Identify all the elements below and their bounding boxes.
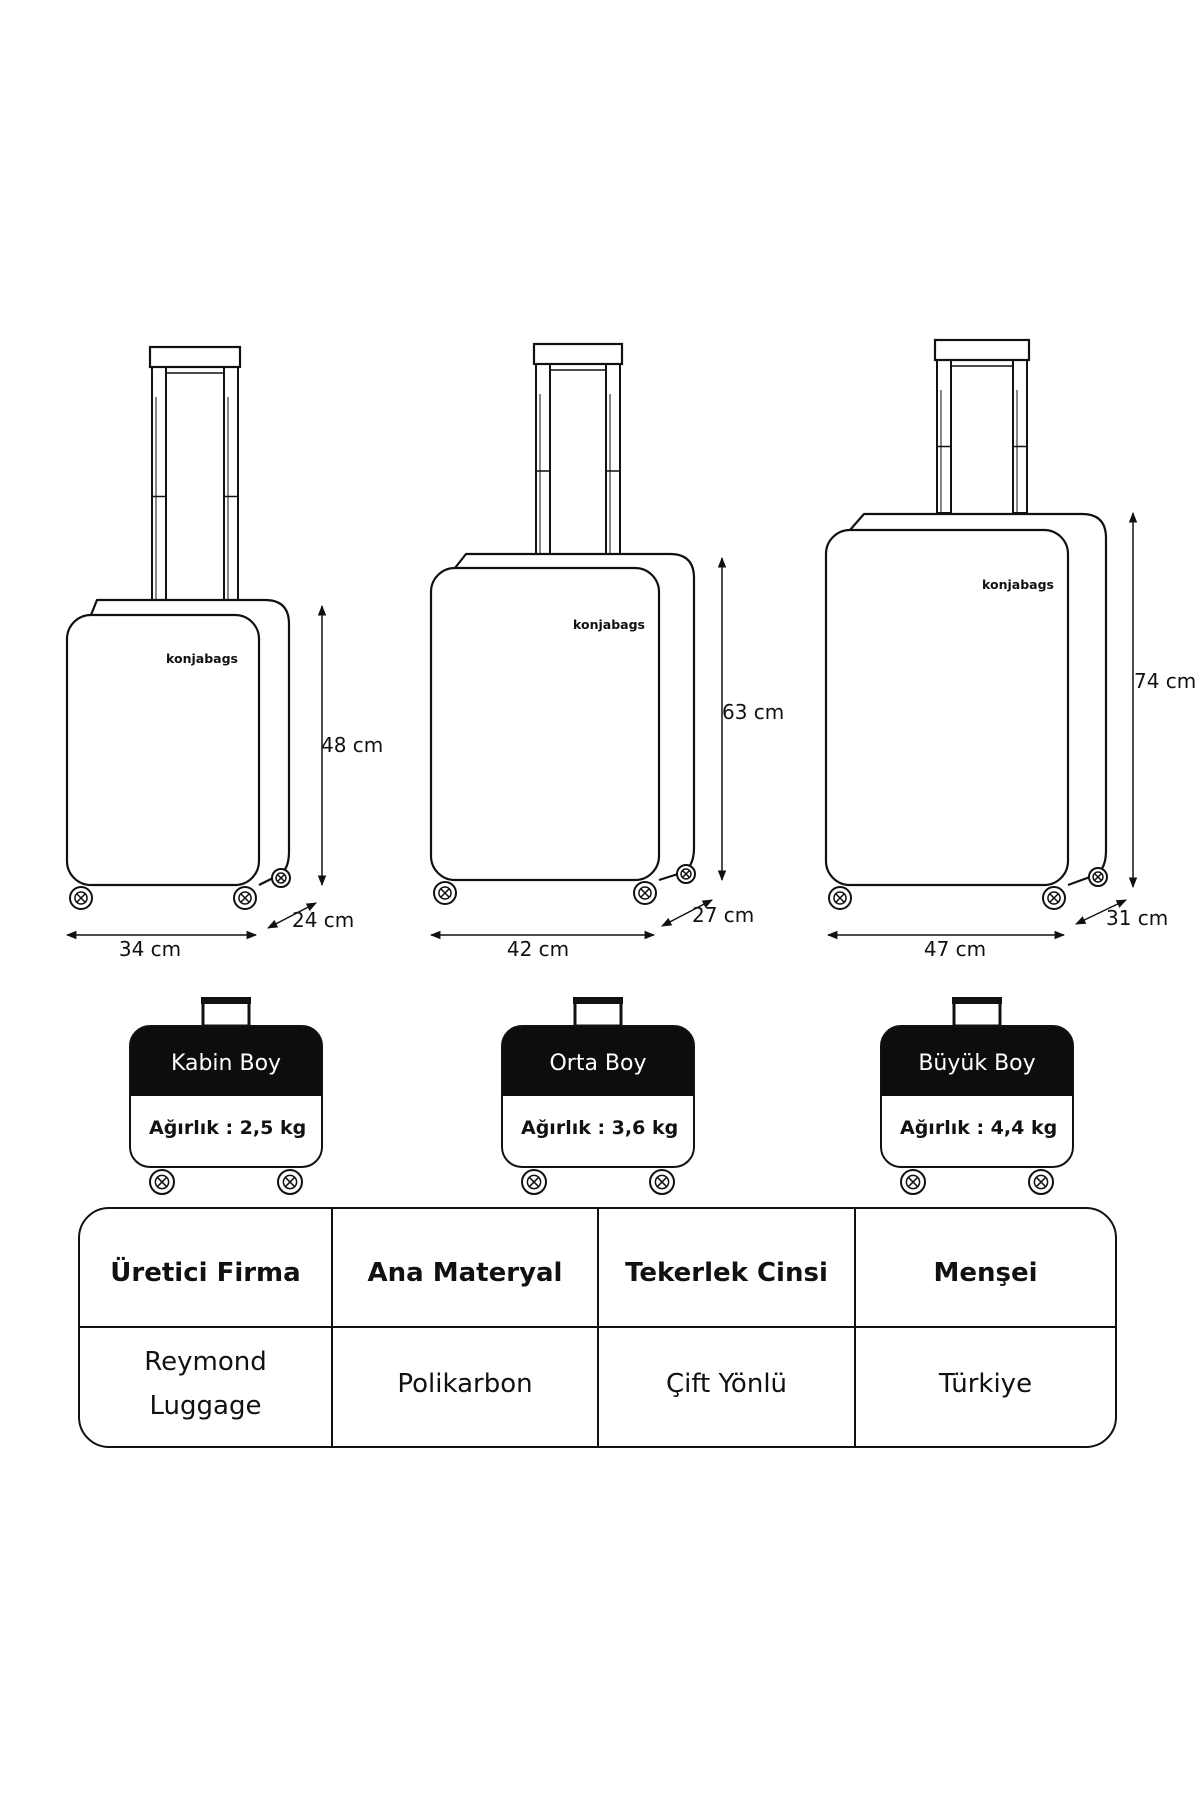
suitcase-3: konjabags 74 cm 47 cm 31 cm [824,338,1196,961]
suitcase-body [429,552,696,882]
wheel-icon [521,1169,547,1195]
weight-label: Ağırlık : 4,4 kg [900,1117,1057,1139]
wheel-icon [828,886,852,910]
telescopic-handle [148,345,242,607]
wheel-icon [277,1169,303,1195]
brand-label: konjabags [982,577,1054,592]
wheel-icon [149,1169,175,1195]
wheel-icon [1042,886,1066,910]
wheel-icon [1088,867,1108,887]
suitcase-body [824,512,1108,887]
table-value-cell: Çift Yönlü [666,1369,787,1399]
suitcase-1: konjabags 48 cm 34 cm 24 cm [65,345,383,961]
wheel-icon [633,881,657,905]
weight-label: Ağırlık : 3,6 kg [521,1117,678,1139]
height-label: 48 cm [321,733,383,757]
depth-label: 27 cm [692,903,754,927]
size-name: Orta Boy [549,1051,646,1076]
table-value-cell: Luggage [150,1391,262,1421]
depth-label: 31 cm [1106,906,1168,930]
size-name: Kabin Boy [171,1051,281,1076]
wheel-icon [900,1169,926,1195]
weight-label: Ağırlık : 2,5 kg [149,1117,306,1139]
wheel-icon [649,1169,675,1195]
table-header-cell: Ana Materyal [368,1258,563,1288]
size-name: Büyük Boy [918,1051,1035,1076]
table-header-cell: Tekerlek Cinsi [625,1258,828,1288]
suitcase-2: konjabags 63 cm 42 cm 27 cm [429,342,784,961]
spec-table: Üretici Firma Ana Materyal Tekerlek Cinsi M… [78,1207,1117,1448]
wheel-icon [1028,1169,1054,1195]
brand-label: konjabags [573,617,645,632]
wheel-icon [676,864,696,884]
table-value-cell: Türkiye [938,1369,1032,1399]
wheel-icon [233,886,257,910]
depth-label: 24 cm [292,908,354,932]
table-header-cell: Menşei [933,1258,1037,1288]
dimension-arrows [429,556,727,940]
table-value-cell: Polikarbon [397,1369,532,1399]
wheel-icon [69,886,93,910]
brand-label: konjabags [166,651,238,666]
height-label: 63 cm [722,700,784,724]
telescopic-handle [532,342,624,559]
width-label: 42 cm [507,937,569,961]
dimension-arrows [65,604,327,940]
wheel-icon [433,881,457,905]
width-label: 47 cm [924,937,986,961]
wheel-icon [271,868,291,888]
telescopic-handle [933,338,1031,514]
suitcase-illustrations: konjabags 48 cm 34 cm 24 cm konjabags 63 cm 42… [65,338,1196,961]
height-label: 74 cm [1134,669,1196,693]
suitcase-body [65,598,291,887]
table-value-cell: Reymond [144,1347,267,1377]
dimension-arrows [826,511,1138,940]
table-header-cell: Üretici Firma [110,1255,300,1288]
width-label: 34 cm [119,937,181,961]
